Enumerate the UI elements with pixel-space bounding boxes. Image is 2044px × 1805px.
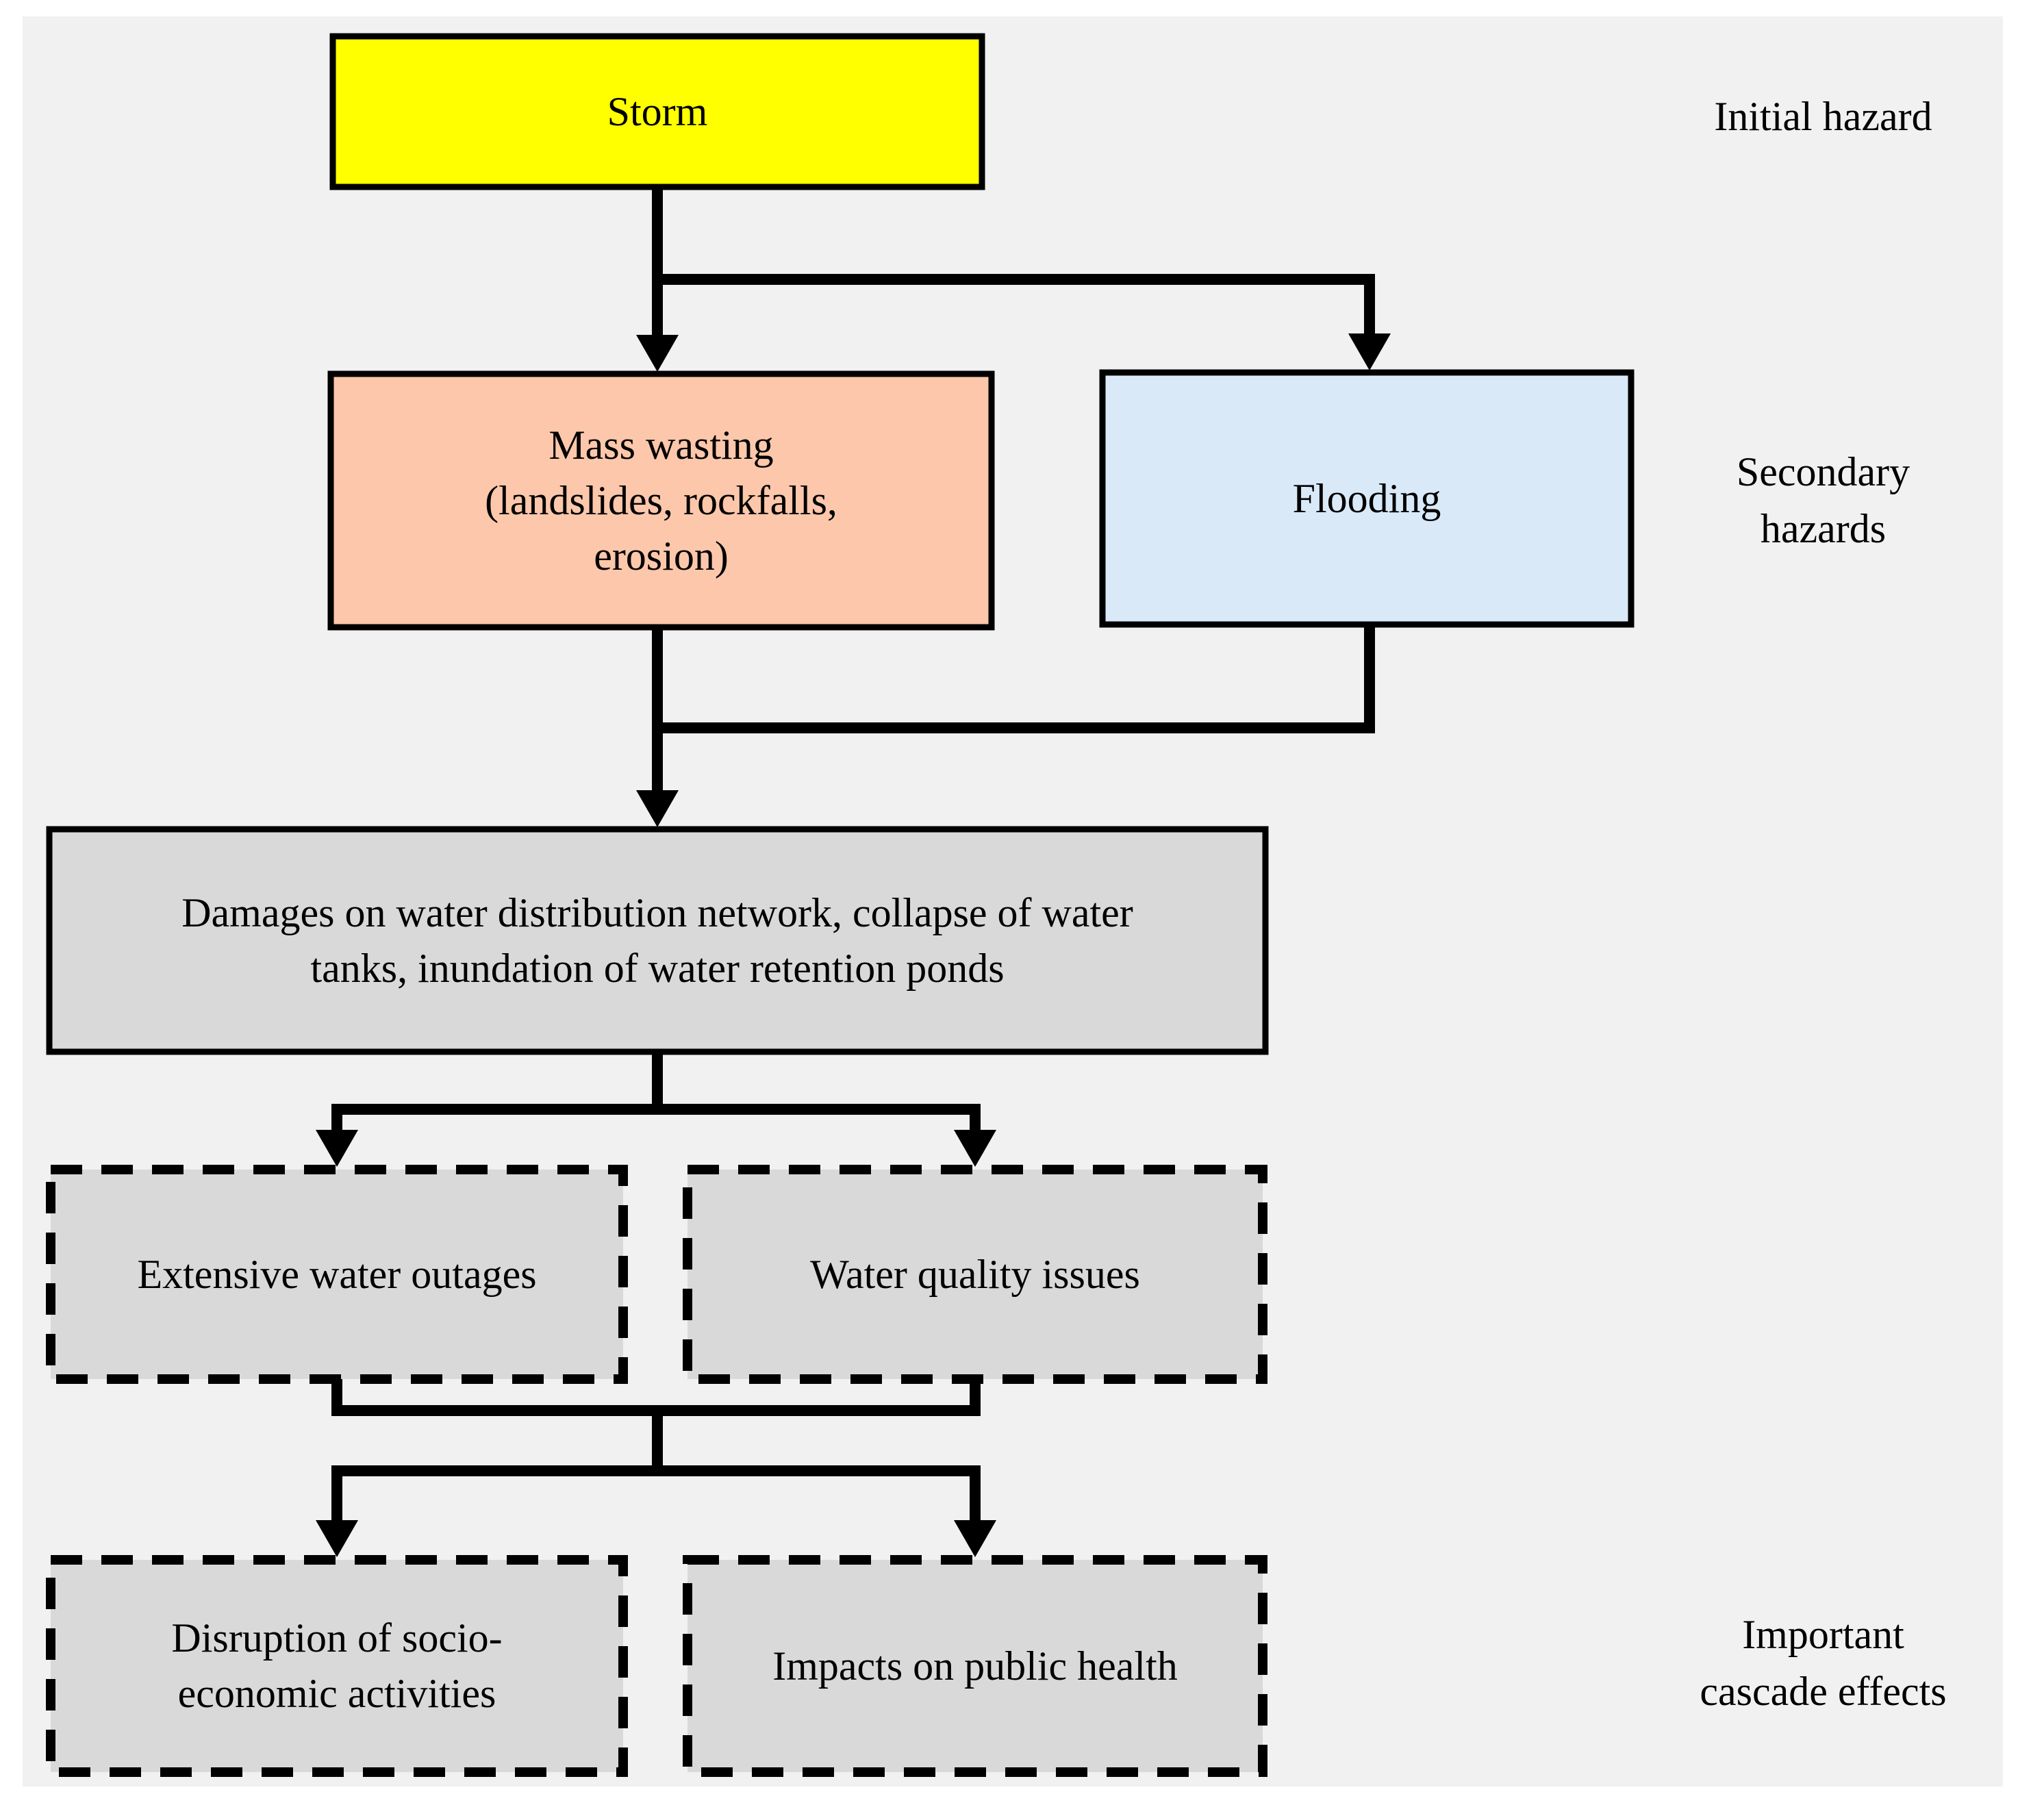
arrowhead-to-quality (954, 1130, 996, 1167)
mass-wasting-box (327, 370, 995, 631)
secondary-hazards-annotation: Secondary hazards (1736, 449, 1910, 551)
dashed-boxes (46, 1165, 1267, 1777)
water-outages-box (46, 1165, 628, 1384)
mass-wasting-label: Mass wasting (landslides, rockfalls, ero… (485, 422, 837, 579)
initial-hazard-annotation: Initial hazard (1714, 94, 1932, 140)
cascade-effects-annotation: Important cascade effects (1700, 1611, 1947, 1714)
storm-box (329, 33, 985, 190)
arrowhead-to-damages (636, 790, 679, 827)
damages-label: Damages on water distribution network, c… (181, 889, 1133, 991)
arrowhead-to-mass-wasting (636, 335, 679, 372)
arrowhead-to-socio (316, 1520, 358, 1557)
solid-boxes (46, 33, 1635, 1055)
public-health-label: Impacts on public health (772, 1643, 1178, 1689)
public-health-box (683, 1555, 1267, 1777)
socio-economic-label: Disruption of socio- economic activities (171, 1615, 503, 1716)
arrowhead-to-outages (316, 1130, 358, 1167)
water-quality-label: Water quality issues (810, 1251, 1140, 1297)
flooding-box (1099, 369, 1635, 628)
water-outages-label: Extensive water outages (137, 1251, 537, 1297)
socio-economic-box (46, 1555, 628, 1777)
arrowhead-to-health (954, 1520, 996, 1557)
flooding-label: Flooding (1292, 475, 1441, 521)
connector-storm-to-flooding (652, 274, 1375, 341)
damages-box (46, 826, 1269, 1055)
storm-label: Storm (607, 88, 708, 134)
connector-flooding-merge (657, 620, 1375, 733)
arrowhead-to-flooding (1348, 333, 1391, 370)
water-quality-box (683, 1165, 1267, 1384)
arrowheads (316, 333, 1391, 1557)
